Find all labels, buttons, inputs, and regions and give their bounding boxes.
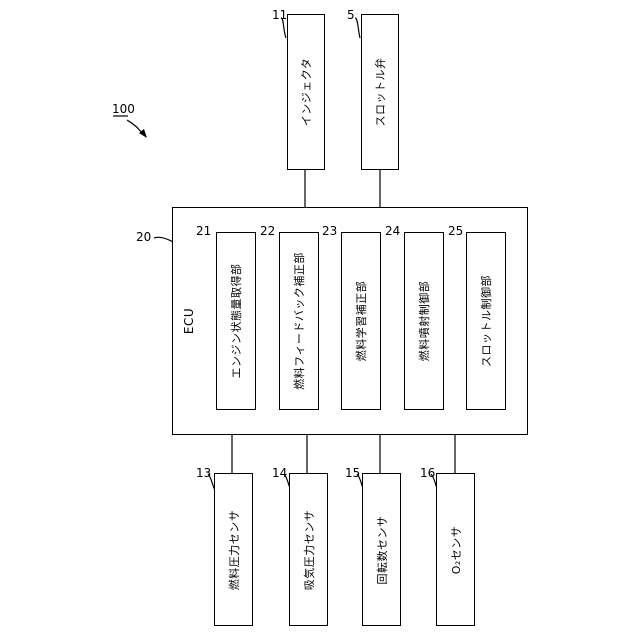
intake-pressure-sensor-label: 吸気圧力センサ [301, 509, 317, 590]
engine-state-unit-label: エンジン状態量取得部 [228, 264, 244, 379]
fuel-learning-unit-box: 燃料学習補正部 [341, 232, 381, 410]
fuel-pressure-sensor-box: 燃料圧力センサ [214, 473, 253, 626]
rpm-sensor-box: 回転数センサ [362, 473, 401, 626]
fuel-injection-unit-label: 燃料噴射制御部 [416, 281, 432, 362]
injector-box: インジェクタ [287, 14, 325, 170]
ref-20: 20 [136, 230, 151, 244]
ref-5: 5 [347, 8, 355, 22]
ref-15: 15 [345, 466, 360, 480]
leader-20 [154, 237, 173, 242]
o2-sensor-box: O₂センサ [436, 473, 475, 626]
fuel-pressure-sensor-label: 燃料圧力センサ [226, 509, 242, 590]
ref-16: 16 [420, 466, 435, 480]
ref-13: 13 [196, 466, 211, 480]
ecu-label: ECU [182, 308, 196, 334]
ref-11: 11 [272, 8, 287, 22]
rpm-sensor-label: 回転数センサ [374, 515, 390, 584]
ref-24: 24 [385, 224, 400, 238]
throttle-control-unit-box: スロットル制御部 [466, 232, 506, 410]
fuel-injection-unit-box: 燃料噴射制御部 [404, 232, 444, 410]
injector-label: インジェクタ [298, 58, 314, 127]
fuel-learning-unit-label: 燃料学習補正部 [353, 281, 369, 362]
throttle-valve-box: スロットル弁 [361, 14, 399, 170]
intake-pressure-sensor-box: 吸気圧力センサ [289, 473, 328, 626]
ref-21: 21 [196, 224, 211, 238]
ref-23: 23 [322, 224, 337, 238]
fuel-feedback-unit-label: 燃料フィードバック補正部 [291, 252, 307, 390]
ref-14: 14 [272, 466, 287, 480]
throttle-control-unit-label: スロットル制御部 [478, 275, 494, 367]
o2-sensor-label: O₂センサ [448, 525, 464, 574]
ref-100: 100 [112, 102, 135, 116]
fuel-feedback-unit-box: 燃料フィードバック補正部 [279, 232, 319, 410]
leader-5 [355, 18, 360, 38]
ref-25: 25 [448, 224, 463, 238]
ref-22: 22 [260, 224, 275, 238]
throttle-valve-label: スロットル弁 [372, 58, 388, 127]
engine-state-unit-box: エンジン状態量取得部 [216, 232, 256, 410]
